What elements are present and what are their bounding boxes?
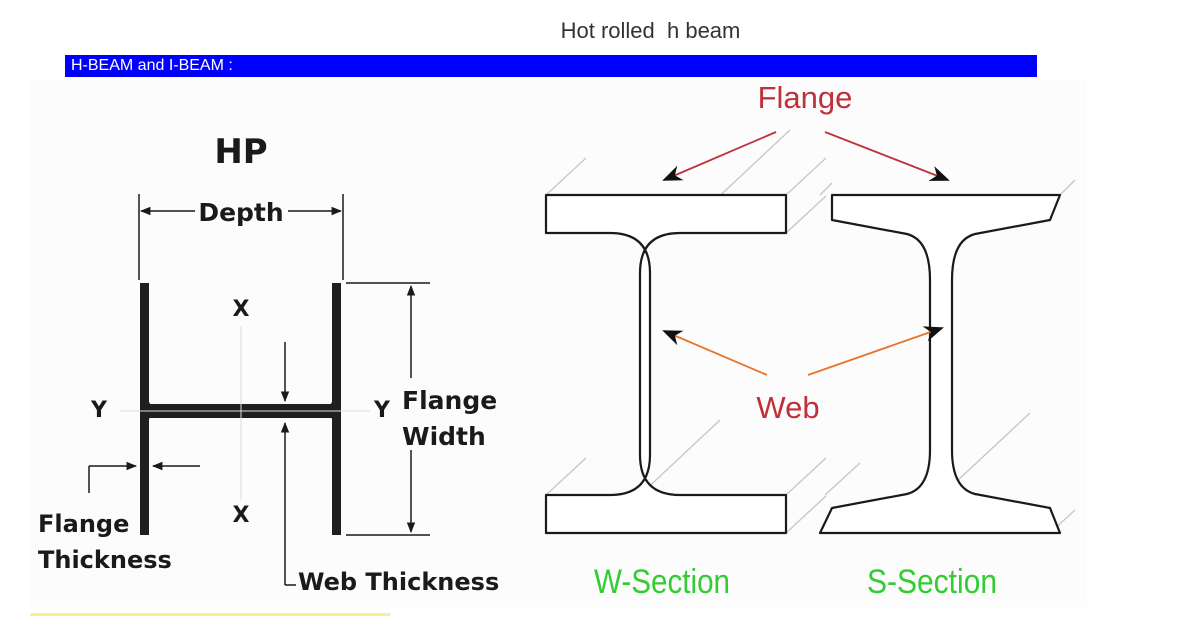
web-thickness-label: Web Thickness	[298, 568, 499, 596]
section-banner: H-BEAM and I-BEAM :	[65, 55, 1037, 77]
w-section-shape	[544, 193, 788, 535]
flange-thickness-label-line2: Thickness	[38, 546, 172, 574]
axis-x-top-label: X	[233, 297, 250, 322]
web-callout-arrows	[662, 326, 944, 376]
depth-dimension	[138, 194, 344, 280]
flange-callout-arrows	[662, 131, 950, 181]
web-thickness-dimension	[280, 342, 296, 586]
s-section-shape	[818, 193, 1062, 535]
s-section-label: S-Section	[867, 563, 997, 601]
w-section-depth-lines	[545, 129, 827, 534]
hp-diagram: HP Depth X X Y	[38, 132, 499, 596]
hp-title: HP	[214, 132, 267, 172]
accent-underline	[30, 613, 390, 616]
axis-x-bottom-label: X	[233, 503, 250, 528]
axis-y-right-label: Y	[373, 398, 391, 423]
beam-diagram-svg: HP Depth X X Y	[38, 80, 1076, 601]
flange-width-dimension	[346, 282, 430, 536]
centroid-axes	[120, 326, 370, 500]
depth-label: Depth	[198, 198, 283, 227]
beam-diagram-figure: HP Depth X X Y	[30, 80, 1087, 607]
w-section-label: W-Section	[594, 563, 730, 601]
flange-thickness-dimension	[88, 461, 200, 493]
sections-diagram: Flange Web W-Section S-Section	[544, 80, 1076, 601]
flange-thickness-label-line1: Flange	[38, 510, 129, 538]
flange-callout-label: Flange	[758, 80, 853, 115]
flange-width-label-line2: Width	[402, 422, 486, 451]
axis-y-left-label: Y	[90, 398, 108, 423]
flange-width-label-line1: Flange	[402, 386, 497, 415]
web-callout-label: Web	[756, 390, 819, 425]
page-title: Hot rolled h beam	[560, 18, 741, 43]
